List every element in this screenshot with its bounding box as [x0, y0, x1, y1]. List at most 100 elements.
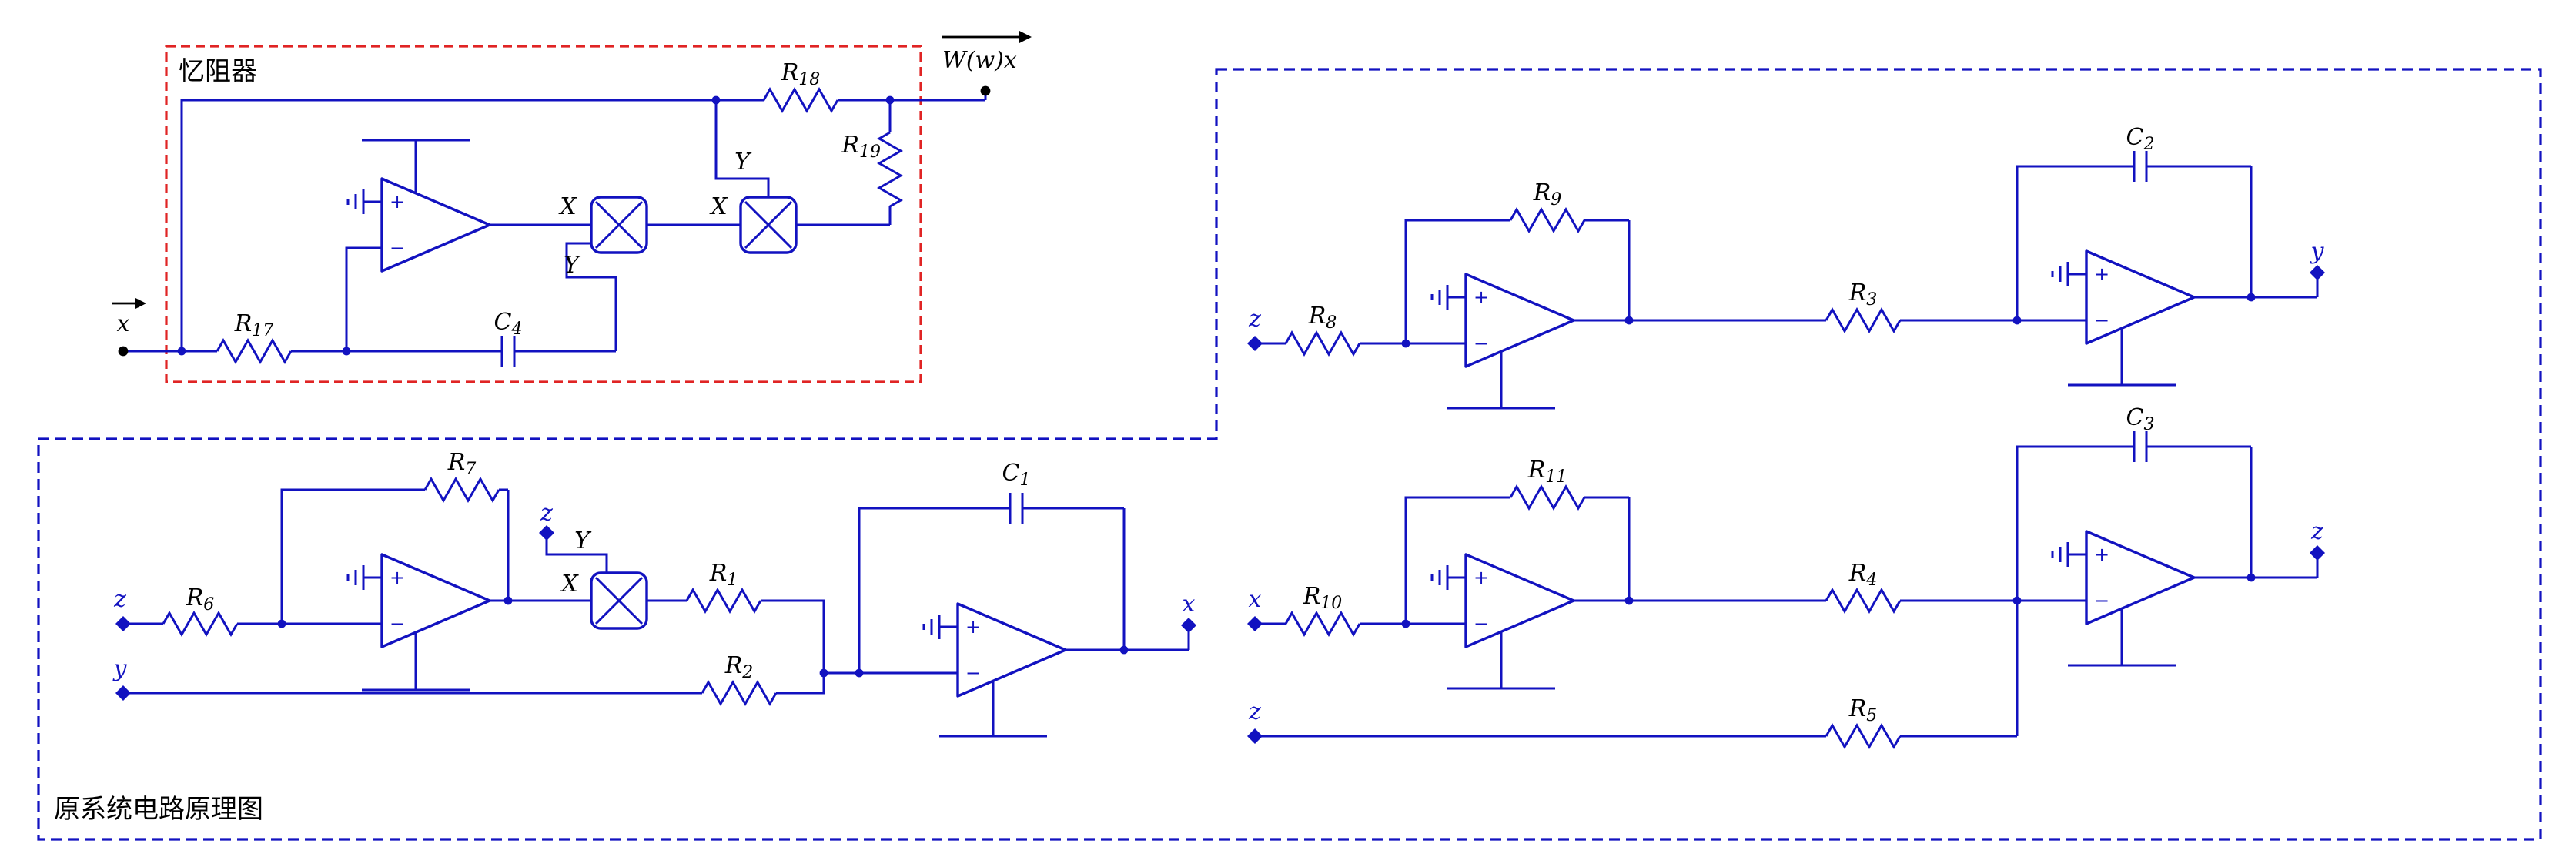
arrowhead-icon: [135, 298, 146, 309]
junction-dot: [277, 619, 286, 628]
input-z-label: z: [1248, 306, 1261, 333]
label-r7: R7: [447, 449, 477, 479]
resistor-r18: [762, 86, 839, 114]
ground-icon: [922, 615, 941, 639]
system-section: 原系统电路原理图: [37, 68, 2542, 841]
input-z-label: z: [1248, 698, 1261, 725]
junction-dot: [1624, 596, 1634, 605]
label-r10: R10: [1303, 583, 1343, 613]
junction-dot: [2012, 316, 2022, 325]
label-r2: R2: [724, 652, 754, 682]
input-terminal: [118, 346, 129, 357]
resistor-r1: [685, 587, 762, 615]
junction-dot: [855, 668, 864, 678]
label-c3: C3: [2126, 404, 2155, 434]
opamp-plus-mark: +: [1474, 567, 1489, 588]
junction-dot: [2246, 293, 2256, 302]
system-boundary-box: [37, 68, 2542, 841]
multiplier-cross-icon: [594, 576, 644, 625]
junction-dot: [342, 347, 351, 356]
terminal-diamond: [1247, 616, 1263, 631]
wires: [123, 488, 1190, 736]
label-mult-y: Y: [574, 527, 592, 554]
capacitor-c1: [1009, 493, 1024, 524]
opamp-icon: [2085, 530, 2196, 625]
terminal-diamond: [1247, 728, 1263, 744]
terminal-diamond: [1181, 618, 1196, 633]
label-r5: R5: [1848, 695, 1878, 725]
resistor-r8: [1284, 330, 1361, 357]
label-r19: R19: [841, 132, 881, 162]
opamp-minus-mark: −: [390, 237, 405, 259]
opamp-plus-mark: +: [2094, 544, 2109, 565]
label-r9: R9: [1533, 179, 1562, 209]
resistor-r2: [701, 679, 778, 707]
multiplier-cross-icon: [594, 200, 644, 249]
junction-dot: [1624, 316, 1634, 325]
ground-icon: [1430, 565, 1449, 590]
terminal-diamond: [2310, 545, 2325, 561]
memristor-output-label: W(w)x: [942, 47, 1017, 74]
junction-dot: [503, 596, 513, 605]
resistor-r9: [1509, 206, 1586, 234]
label-mult2-x: X: [709, 193, 728, 220]
capacitor-c3: [2133, 431, 2148, 462]
y-circuit: + − + − z y R8 R9 R3 C2: [1247, 124, 2325, 410]
opamp-icon: [380, 553, 491, 648]
label-mult-x: X: [560, 571, 579, 598]
opamp-icon: [956, 602, 1067, 698]
ground-icon: [1430, 285, 1449, 310]
wires: [1255, 165, 2319, 408]
opamp-icon: [380, 177, 491, 273]
label-c2: C2: [2126, 124, 2155, 154]
opamp-minus-mark: −: [1474, 613, 1489, 635]
terminal-diamond: [1247, 336, 1263, 351]
resistor-r11: [1509, 484, 1586, 511]
junction-dot: [711, 95, 721, 105]
terminal-diamond: [115, 685, 131, 701]
capacitor-c4: [500, 336, 516, 367]
opamp-minus-mark: −: [2094, 590, 2109, 611]
memristor-input-label: x: [117, 310, 130, 337]
junction-dot: [2246, 573, 2256, 582]
opamp-icon: [1464, 273, 1575, 368]
memristor-section: 忆阻器 + − x W(w)x: [112, 31, 1032, 383]
resistor-r7: [423, 476, 500, 504]
label-r8: R8: [1308, 303, 1337, 333]
output-y-label: y: [2310, 238, 2325, 265]
ground-icon: [2051, 542, 2069, 567]
opamp-plus-mark: +: [965, 616, 981, 638]
x-circuit: + − + − z y z x R6 R7 R1 R2 C1 X Y: [112, 449, 1196, 738]
label-r4: R4: [1848, 560, 1878, 590]
label-r11: R11: [1527, 457, 1567, 487]
opamp-plus-mark: +: [2094, 263, 2109, 285]
output-terminal: [980, 85, 991, 96]
system-title: 原系统电路原理图: [54, 795, 263, 824]
capacitor-c2: [2133, 151, 2148, 182]
opamp-minus-mark: −: [965, 662, 981, 684]
opamp-icon: [1464, 553, 1575, 648]
label-r17: R17: [234, 310, 274, 340]
ground-icon: [2051, 262, 2069, 286]
label-r18: R18: [781, 59, 821, 89]
output-x-label: x: [1183, 591, 1196, 618]
resistor-r3: [1825, 306, 1902, 334]
resistor-r19: [876, 131, 904, 208]
input-z-label: z: [113, 586, 126, 613]
label-mult1-x: X: [558, 193, 577, 220]
opamp-minus-mark: −: [1474, 333, 1489, 354]
resistor-r10: [1284, 610, 1361, 638]
memristor-boundary-box: [165, 45, 922, 383]
junction-dot: [819, 668, 828, 678]
label-r6: R6: [186, 584, 215, 615]
opamp-minus-mark: −: [2094, 310, 2109, 331]
z-circuit: + − + − x z z R10 R11 R4 R5 C3: [1247, 404, 2325, 750]
junction-dot: [1401, 339, 1410, 348]
opamp-plus-mark: +: [390, 191, 405, 213]
wires: [123, 95, 987, 353]
resistor-r5: [1825, 722, 1902, 750]
arrowhead-icon: [1019, 31, 1032, 43]
label-r3: R3: [1848, 280, 1878, 310]
